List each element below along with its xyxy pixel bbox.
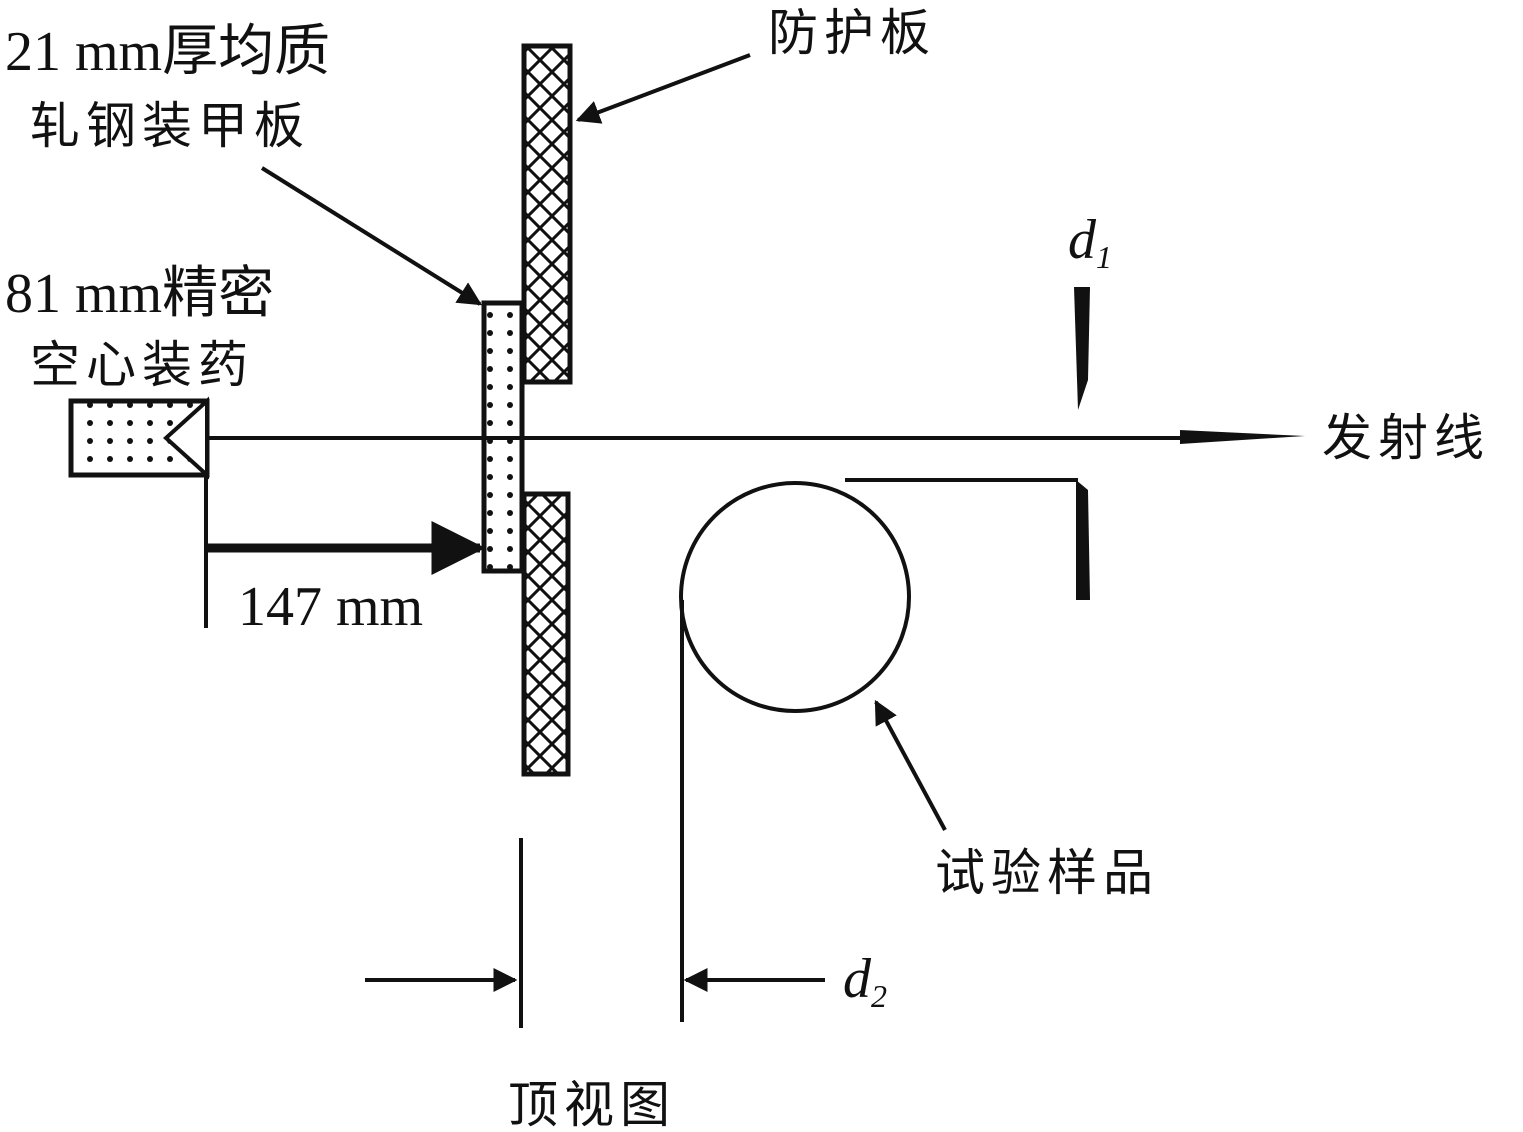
test-sample-pointer-arrow <box>874 699 947 831</box>
armor-plate-label-line1: 21 mm厚均质 <box>5 21 330 83</box>
d1-marker-lower <box>1076 480 1090 600</box>
d1-marker-upper <box>1074 287 1090 410</box>
armor-plate-label-line2: 轧钢装甲板 <box>30 97 310 155</box>
protective-plate <box>521 43 573 777</box>
shaped-charge-label-line1: 81 mm精密 <box>5 263 274 325</box>
d1-label: d1 <box>1068 209 1112 275</box>
protective-plate-label: 防护板 <box>768 4 936 62</box>
standoff-distance-label: 147 mm <box>238 576 423 638</box>
test-sample-label: 试验样品 <box>935 844 1159 902</box>
d2-label: d2 <box>843 948 887 1014</box>
firing-line-arrow-icon <box>1180 430 1305 444</box>
diagram-title: 顶视图 <box>508 1076 676 1132</box>
test-sample-circle <box>679 481 911 713</box>
shaped-charge <box>68 396 210 480</box>
shaped-charge-label-line2: 空心装药 <box>30 336 254 394</box>
protective-plate-pointer-arrow <box>575 53 751 124</box>
firing-line-label: 发射线 <box>1322 409 1490 467</box>
armor-plate-pointer-arrow <box>260 166 483 306</box>
